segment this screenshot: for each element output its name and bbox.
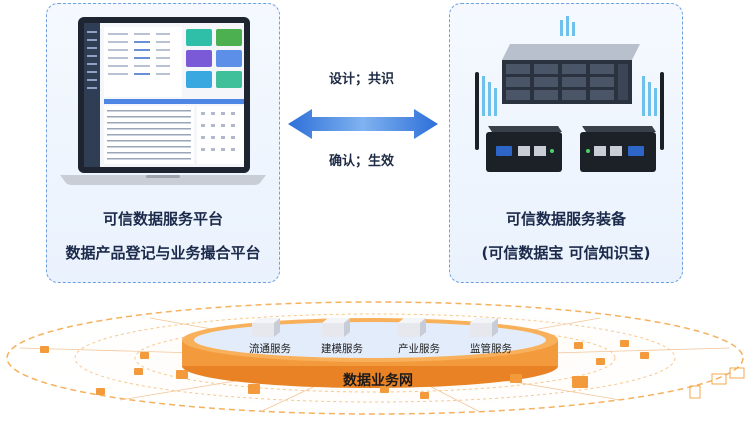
service-label-industry: 产业服务 bbox=[398, 343, 440, 355]
equipment-title: 可信数据服务装备 bbox=[505, 210, 626, 228]
platform-title: 可信数据服务平台 bbox=[102, 210, 223, 228]
equipment-illustration bbox=[475, 16, 664, 172]
service-label-circulation: 流通服务 bbox=[249, 343, 291, 355]
data-network-platform bbox=[3, 300, 747, 418]
exchange-top-label: 设计；共识 bbox=[329, 72, 395, 87]
equipment-subtitle: (可信数据宝 可信知识宝) bbox=[481, 244, 651, 262]
two-way-arrow-icon bbox=[288, 109, 438, 139]
network-title: 数据业务网 bbox=[343, 373, 413, 389]
platform-subtitle: 数据产品登记与业务撮合平台 bbox=[65, 244, 261, 262]
service-label-modeling: 建模服务 bbox=[321, 343, 363, 355]
laptop-illustration bbox=[60, 17, 266, 185]
exchange-bottom-label: 确认；生效 bbox=[329, 154, 395, 169]
service-label-regulation: 监管服务 bbox=[470, 343, 512, 355]
